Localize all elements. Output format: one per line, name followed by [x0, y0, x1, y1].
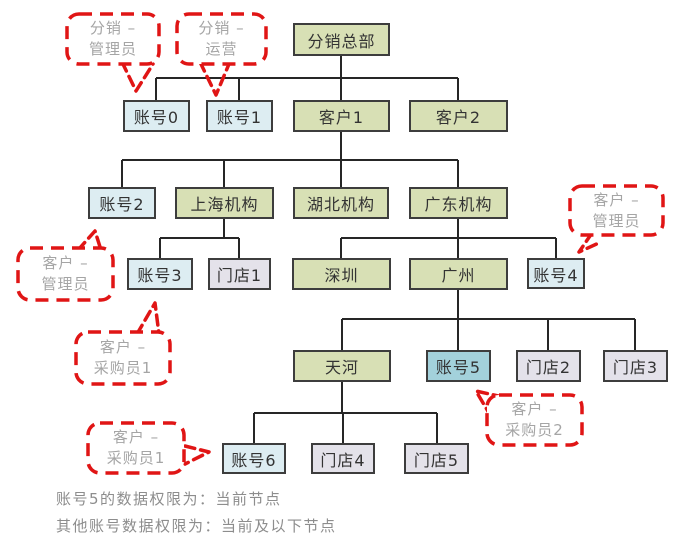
node-customer1: 客户1 — [293, 100, 390, 132]
callout-customer-buyer2: 客户 – 采购员2 — [487, 395, 582, 445]
callout-line: 客户 – — [42, 254, 89, 272]
callout-line: 分销 – — [89, 19, 137, 37]
node-store3: 门店3 — [603, 350, 668, 382]
callout-line: 管理员 — [88, 40, 137, 58]
callout-customer-buyer1-bottom: 客户 – 采购员1 — [88, 423, 184, 473]
node-customer2: 客户2 — [409, 100, 508, 132]
footer-note-1: 账号5的数据权限为：当前节点 — [56, 490, 282, 508]
node-guangzhou: 广州 — [409, 258, 508, 290]
callout-line: 客户 – — [511, 400, 558, 418]
callout-distribution-admin: 分销 – 管理员 — [67, 14, 159, 64]
node-account5: 账号5 — [426, 350, 491, 382]
node-tianhe: 天河 — [293, 350, 391, 382]
callout-line: 运营 — [205, 40, 238, 58]
callout-bubble-customer-buyer1-bottom — [86, 421, 211, 475]
callout-customer-buyer1-mid: 客户 – 采购员1 — [76, 332, 170, 384]
callout-line: 分销 – — [198, 19, 245, 37]
node-account2: 账号2 — [88, 187, 156, 219]
node-account1: 账号1 — [206, 100, 273, 132]
node-shenzhen: 深圳 — [292, 258, 391, 290]
callout-customer-admin-left: 客户 – 管理员 — [18, 248, 113, 300]
callout-bubble-customer-buyer1-mid — [74, 301, 172, 386]
callout-line: 采购员2 — [505, 421, 564, 439]
callout-bubble-customer-buyer2 — [474, 389, 584, 447]
node-store2: 门店2 — [516, 350, 581, 382]
callout-line: 采购员1 — [106, 449, 166, 467]
callout-customer-admin-right: 客户 – 管理员 — [570, 186, 663, 235]
callout-line: 客户 – — [112, 428, 160, 446]
node-store4: 门店4 — [311, 443, 375, 474]
callout-bubble-customer-admin-right — [568, 184, 665, 254]
footer-note-2: 其他账号数据权限为：当前及以下节点 — [56, 517, 337, 535]
callout-bubble-distribution-ops — [175, 12, 268, 97]
node-guangdong-org: 广东机构 — [409, 187, 508, 219]
node-store5: 门店5 — [404, 443, 469, 474]
callout-bubble-customer-admin-left — [16, 229, 115, 302]
callout-line: 客户 – — [99, 338, 147, 356]
callout-distribution-ops: 分销 – 运营 — [177, 14, 266, 64]
node-hq: 分销总部 — [293, 23, 390, 56]
callout-bubble-distribution-admin — [65, 12, 161, 93]
node-store1: 门店1 — [208, 258, 271, 290]
node-hubei-org: 湖北机构 — [293, 187, 389, 219]
node-account6: 账号6 — [222, 443, 286, 474]
callout-line: 管理员 — [592, 211, 641, 230]
node-account3: 账号3 — [127, 258, 193, 290]
connector-lines — [121, 56, 636, 443]
callout-line: 管理员 — [41, 275, 90, 293]
node-shanghai-org: 上海机构 — [175, 187, 274, 219]
node-account0: 账号0 — [123, 100, 190, 132]
callout-line: 客户 – — [593, 190, 640, 209]
callout-line: 采购员1 — [93, 359, 153, 377]
node-account4: 账号4 — [527, 258, 585, 289]
